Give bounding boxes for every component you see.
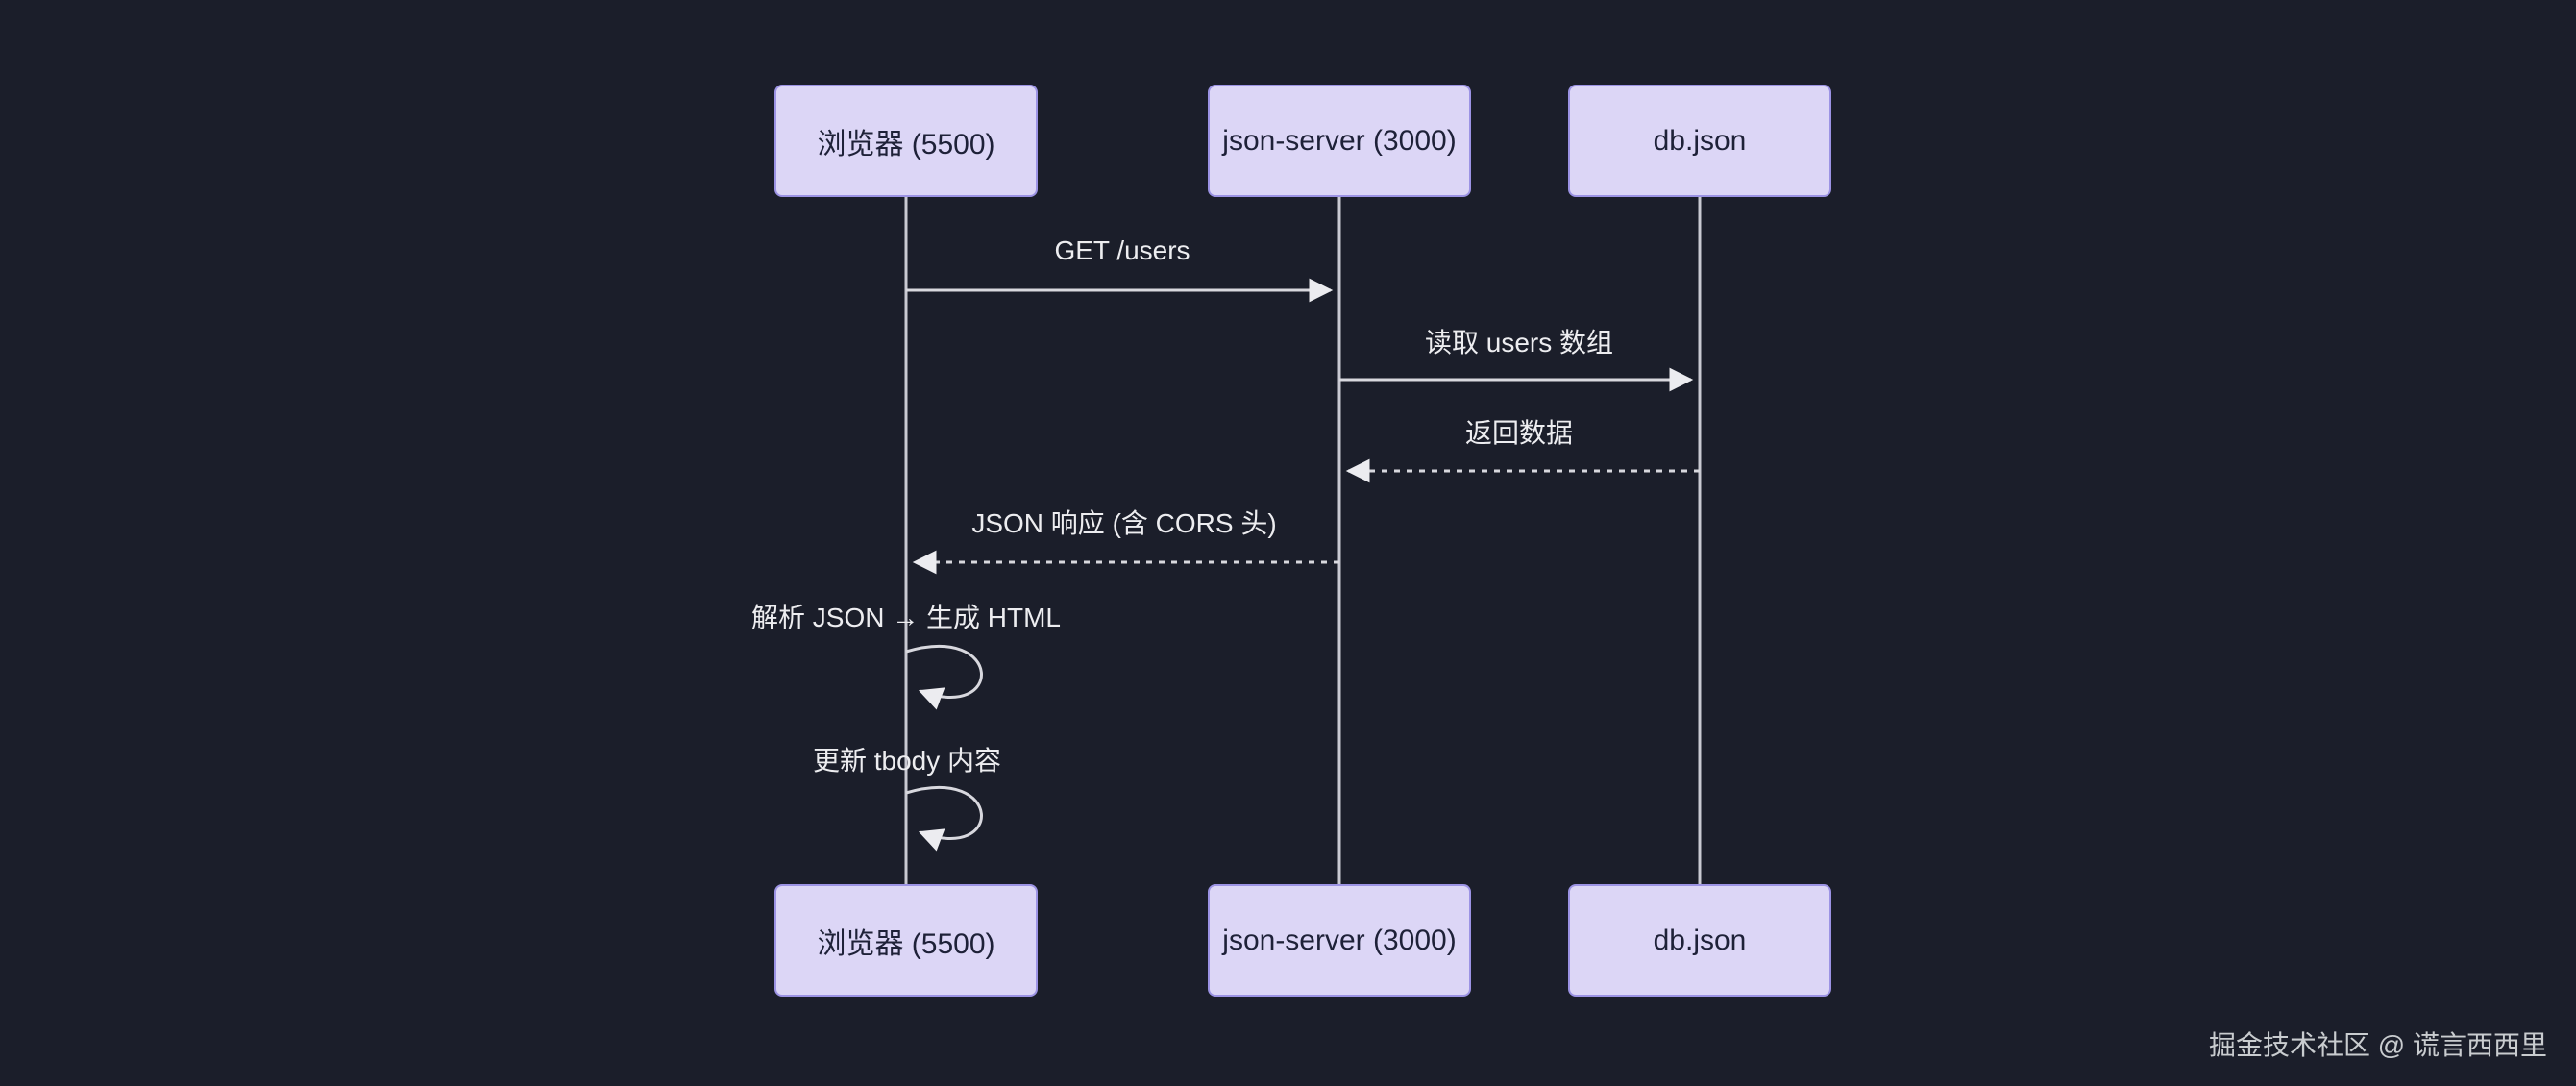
self-loop-update-tbody [905, 786, 983, 852]
actor-label: json-server (3000) [1222, 124, 1457, 157]
actor-label: 浏览器 (5500) [817, 128, 995, 160]
actor-bottom-browser: 浏览器 (5500) [774, 884, 1038, 997]
actor-bottom-db-json: db.json [1568, 884, 1831, 997]
actor-top-json-server: json-server (3000) [1208, 85, 1471, 197]
message-label-update-tbody: 更新 tbody 内容 [812, 746, 1002, 776]
actor-bottom-json-server: json-server (3000) [1208, 884, 1471, 997]
actor-label: db.json [1653, 124, 1747, 157]
actor-label: db.json [1653, 924, 1747, 956]
actor-label: 浏览器 (5500) [817, 927, 995, 960]
actor-top-db-json: db.json [1568, 85, 1831, 197]
actor-top-browser: 浏览器 (5500) [774, 85, 1038, 197]
message-label-json-response: JSON 响应 (含 CORS 头) [971, 508, 1277, 538]
self-loop-parse-json [905, 645, 983, 710]
message-label-get-users: GET /users [1054, 235, 1190, 265]
message-label-return-data: 返回数据 [1464, 418, 1574, 448]
actor-label: json-server (3000) [1222, 924, 1457, 956]
watermark: 掘金技术社区 @ 谎言西西里 [2209, 1030, 2547, 1060]
message-label-read-users: 读取 users 数组 [1424, 328, 1614, 358]
message-label-parse-json: 解析 JSON → 生成 HTML [750, 603, 1062, 632]
